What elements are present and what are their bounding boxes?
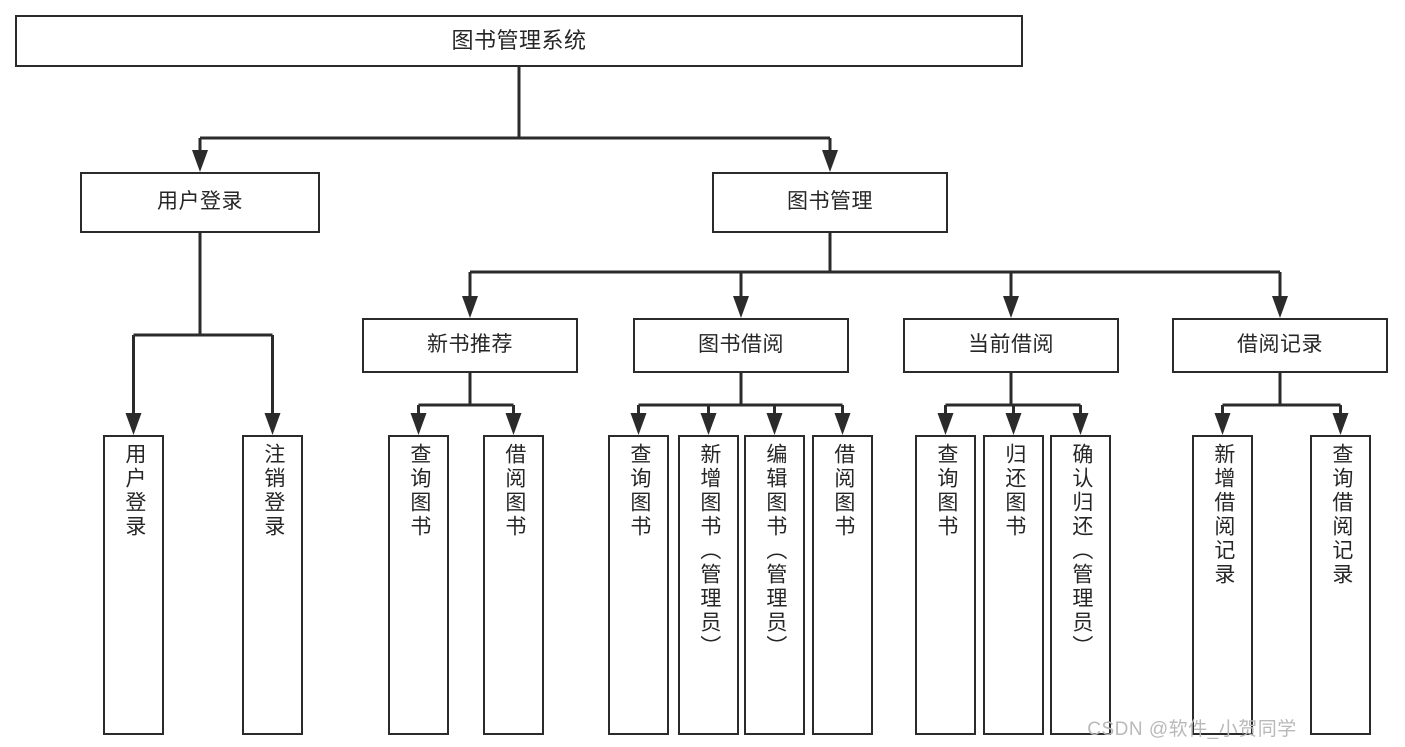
node-label: 查询图书 <box>627 443 651 539</box>
arrowhead-icon <box>766 413 783 435</box>
arrowhead-icon <box>733 296 749 318</box>
node-label: 借阅图书 <box>502 443 526 539</box>
node-label: 借阅记录 <box>1237 333 1323 357</box>
arrowhead-icon <box>1072 413 1089 435</box>
node-leaf-query-record[interactable]: 查询借阅记录 <box>1310 435 1371 735</box>
node-label: 查询借阅记录 <box>1329 443 1353 587</box>
node-leaf-borrow-book-rec[interactable]: 借阅图书 <box>483 435 544 735</box>
arrowhead-icon <box>630 413 647 435</box>
node-label: 图书管理 <box>787 190 873 214</box>
arrowhead-icon <box>937 413 954 435</box>
node-root[interactable]: 图书管理系统 <box>15 15 1023 67</box>
arrowhead-icon <box>834 413 851 435</box>
node-leaf-add-record[interactable]: 新增借阅记录 <box>1192 435 1253 735</box>
node-label: 用户登录 <box>122 443 146 539</box>
node-leaf-logout[interactable]: 注销登录 <box>242 435 303 735</box>
node-leaf-query-book-rec[interactable]: 查询图书 <box>388 435 449 735</box>
node-book-manage[interactable]: 图书管理 <box>712 172 948 233</box>
arrowhead-icon <box>1005 413 1022 435</box>
arrowhead-icon <box>462 296 478 318</box>
arrowhead-icon <box>264 413 281 435</box>
node-leaf-return-book[interactable]: 归还图书 <box>983 435 1044 735</box>
arrowhead-icon <box>1003 296 1019 318</box>
node-leaf-query-book-bor[interactable]: 查询图书 <box>608 435 669 735</box>
arrowhead-icon <box>822 150 838 172</box>
arrowhead-icon <box>1332 413 1349 435</box>
node-label: 新书推荐 <box>427 333 513 357</box>
arrowhead-icon <box>505 413 522 435</box>
arrowhead-icon <box>192 150 208 172</box>
node-user-login[interactable]: 用户登录 <box>80 172 320 233</box>
arrowhead-icon <box>1214 413 1231 435</box>
node-leaf-borrow-book[interactable]: 借阅图书 <box>812 435 873 735</box>
arrowhead-icon <box>410 413 427 435</box>
node-book-borrow[interactable]: 图书借阅 <box>633 318 849 373</box>
node-leaf-query-book-cur[interactable]: 查询图书 <box>915 435 976 735</box>
node-borrow-record[interactable]: 借阅记录 <box>1172 318 1388 373</box>
node-label: 借阅图书 <box>831 443 855 539</box>
node-label: 当前借阅 <box>968 333 1054 357</box>
arrowhead-icon <box>1272 296 1288 318</box>
node-new-book-rec[interactable]: 新书推荐 <box>362 318 578 373</box>
arrowhead-icon <box>700 413 717 435</box>
node-label: 图书管理系统 <box>451 28 587 54</box>
node-label: 新增借阅记录 <box>1211 443 1235 587</box>
node-label: 归还图书 <box>1002 443 1026 539</box>
node-leaf-add-book[interactable]: 新增图书（管理员） <box>678 435 739 735</box>
arrowhead-icon <box>125 413 142 435</box>
node-label: 查询图书 <box>934 443 958 539</box>
node-current-borrow[interactable]: 当前借阅 <box>903 318 1119 373</box>
node-leaf-edit-book[interactable]: 编辑图书（管理员） <box>744 435 805 735</box>
node-leaf-user-login[interactable]: 用户登录 <box>103 435 164 735</box>
node-label: 图书借阅 <box>698 333 784 357</box>
node-label: 用户登录 <box>157 190 243 214</box>
node-label: 查询图书 <box>407 443 431 539</box>
node-label: 新增图书（管理员） <box>697 443 721 659</box>
node-label: 注销登录 <box>261 443 285 539</box>
node-label: 确认归还（管理员） <box>1069 443 1093 659</box>
node-label: 编辑图书（管理员） <box>763 443 787 659</box>
node-leaf-confirm-return[interactable]: 确认归还（管理员） <box>1050 435 1111 735</box>
